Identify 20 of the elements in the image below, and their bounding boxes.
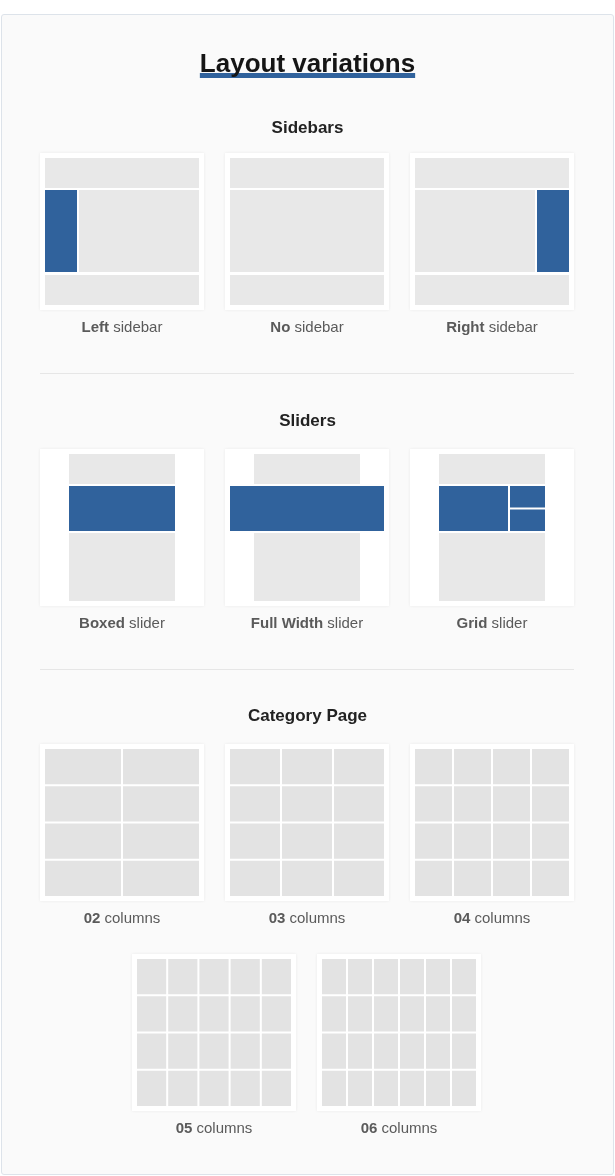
page-title: Layout variations [199,48,416,78]
layout-wireframe [225,449,389,606]
thumbnail-caption: No sidebar [270,317,344,337]
layout-wireframe [410,449,574,606]
thumbnail-caption: Left sidebar [81,317,163,337]
layout-wireframe [40,153,204,310]
thumbnail-caption: 05 columns [175,1118,253,1138]
thumbnail-caption: 04 columns [453,908,531,928]
thumbnail-caption: Grid slider [456,613,528,633]
thumbnail-caption: 03 columns [268,908,346,928]
section-heading: Sliders [279,411,336,430]
layout-wireframe [410,153,574,310]
thumbnail-caption: 06 columns [360,1118,438,1138]
section-heading: Category Page [247,706,367,725]
section-heading: Sidebars [271,118,344,137]
thumbnail-caption: Right sidebar [446,317,538,337]
layout-wireframe [40,449,204,606]
thumbnail-caption: 02 columns [83,908,161,928]
thumbnail-caption: Boxed slider [79,613,165,633]
thumbnail-caption: Full Width slider [250,613,364,633]
